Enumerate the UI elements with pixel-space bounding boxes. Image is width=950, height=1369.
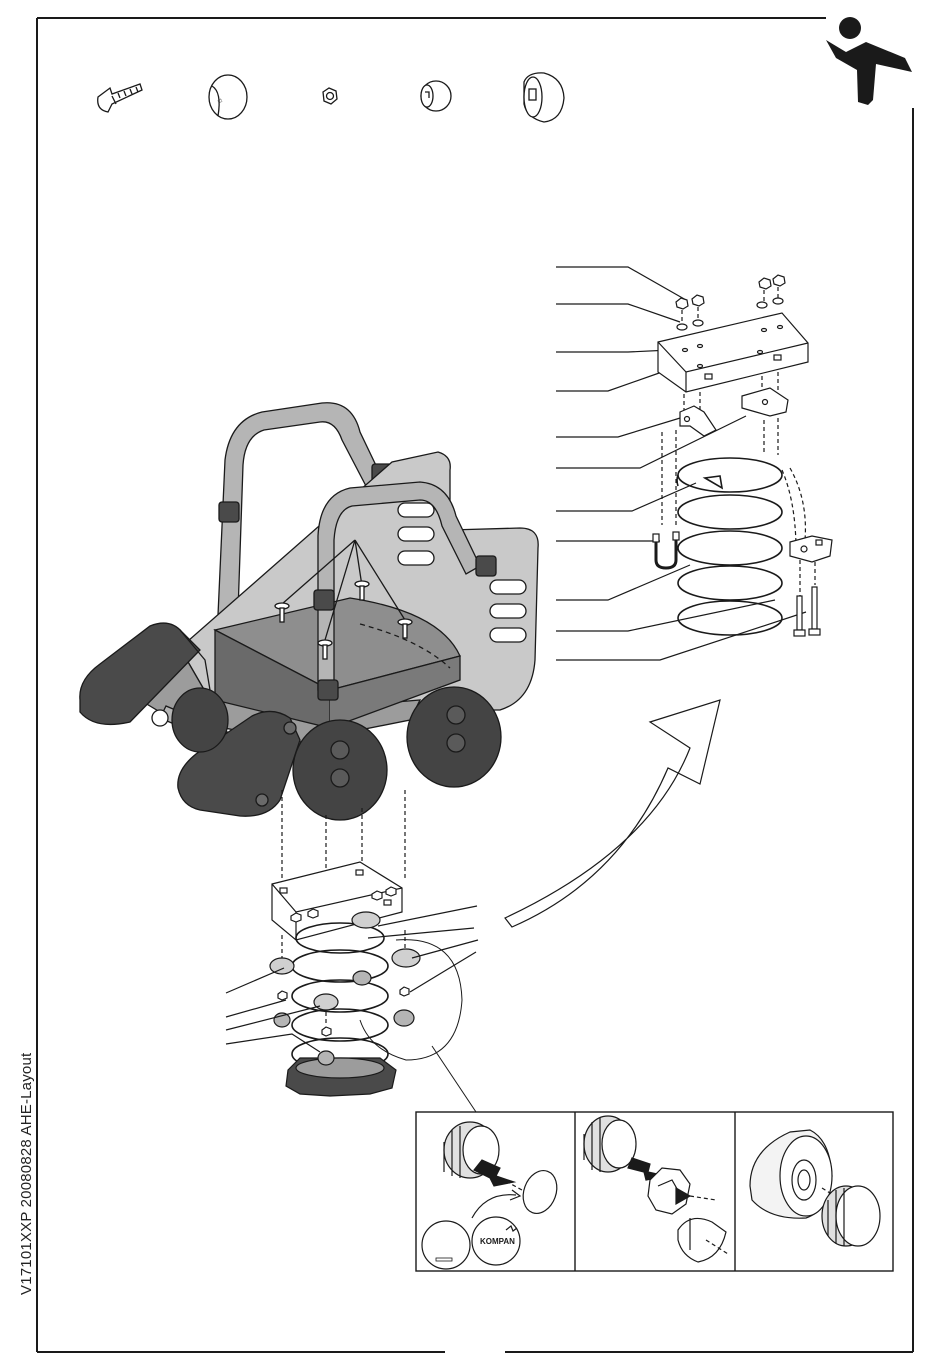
hex-bolts (794, 587, 820, 636)
side-clamp-block (790, 536, 832, 562)
dome-cap-icon: ☼ (209, 75, 247, 119)
small-cap-icon (421, 81, 451, 111)
lower-mounting-plate (272, 862, 402, 940)
hardware-row: ☼ (98, 73, 564, 122)
lower-spring-assembly (226, 862, 478, 1112)
panel-dome-fit (750, 1130, 880, 1246)
spring-assembly-exploded (556, 267, 832, 660)
panel-nut-clip (584, 1116, 728, 1262)
logo-text: KOMPAN (480, 1237, 515, 1246)
panel-cap-insert: KOMPAN (422, 1122, 563, 1269)
carriage-bolt-icon (98, 84, 142, 112)
assembly-direction-arrow (505, 700, 720, 927)
hex-nut-icon (323, 88, 337, 104)
kompan-figure-icon (826, 17, 912, 105)
spring-base (286, 1058, 396, 1096)
spring-clamps (680, 388, 788, 436)
lower-coil-spring (292, 923, 388, 1070)
detail-panels: KOMPAN (416, 1112, 893, 1271)
u-bolt (653, 532, 679, 568)
large-cap-icon (524, 73, 564, 122)
callout-leaders-lower (226, 906, 478, 1052)
rocker-vehicle (80, 403, 538, 820)
